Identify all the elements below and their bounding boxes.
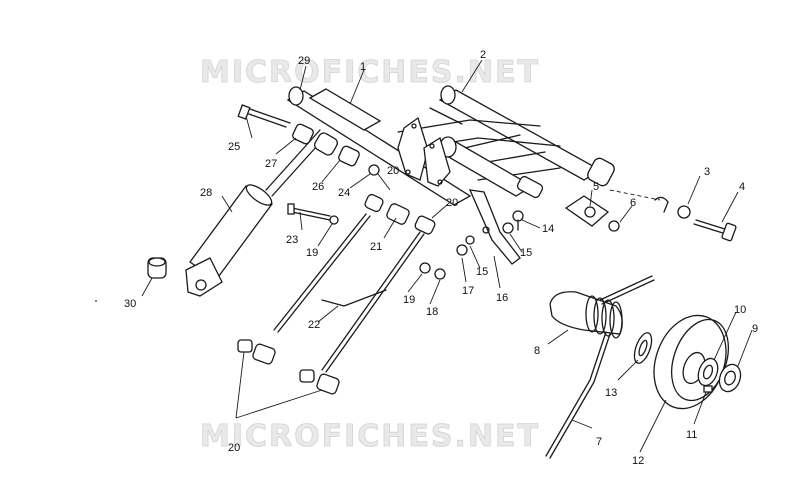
fitting-20-d bbox=[316, 373, 340, 395]
nut-19-lower bbox=[419, 262, 431, 274]
nut-6 bbox=[608, 220, 620, 232]
bracket-arm bbox=[468, 189, 521, 265]
nut-17 bbox=[456, 244, 468, 256]
callout-12: 12 bbox=[632, 455, 644, 467]
callout-9: 9 bbox=[752, 323, 758, 335]
bushing bbox=[147, 257, 167, 279]
callout-28: 28 bbox=[200, 187, 212, 199]
bushing-27 bbox=[292, 123, 314, 145]
callout-17: 17 bbox=[462, 285, 474, 297]
nut-18 bbox=[434, 268, 446, 280]
callout-1: 1 bbox=[360, 61, 366, 73]
nut-15 bbox=[465, 235, 475, 245]
callout-13: 13 bbox=[605, 387, 617, 399]
callout-11: 11 bbox=[686, 429, 697, 441]
spacer bbox=[703, 385, 713, 393]
watermark-top: MICROFICHES.NET bbox=[200, 55, 540, 90]
bearing bbox=[697, 357, 719, 387]
nut-24 bbox=[368, 164, 380, 176]
callout-23: 23 bbox=[286, 234, 298, 246]
thrust-washer bbox=[633, 332, 653, 364]
callout-14: 14 bbox=[542, 223, 554, 235]
stray-mark bbox=[95, 300, 97, 302]
idler-wheel bbox=[653, 314, 729, 410]
callout-5: 5 bbox=[593, 181, 599, 193]
bushing-20-upper bbox=[364, 193, 384, 213]
center-shaft bbox=[438, 136, 544, 199]
bushing-20-right bbox=[414, 215, 436, 235]
washer-3 bbox=[677, 205, 691, 219]
callout-18: 18 bbox=[426, 306, 438, 318]
nut-19-upper bbox=[329, 215, 339, 225]
bolt-14 bbox=[512, 210, 524, 231]
alignment-line bbox=[609, 189, 661, 201]
fitting-20-a bbox=[237, 339, 253, 353]
callout-25: 25 bbox=[228, 141, 240, 153]
callout-16: 16 bbox=[496, 292, 508, 304]
clip bbox=[654, 196, 669, 213]
callout-10: 10 bbox=[734, 304, 746, 316]
rear-arm-tube bbox=[286, 86, 472, 206]
fitting-20-b bbox=[252, 343, 276, 365]
callout-27: 27 bbox=[265, 158, 277, 170]
callout-6: 6 bbox=[630, 197, 636, 209]
callout-30: 30 bbox=[124, 298, 136, 310]
callout-15a: 15 bbox=[520, 247, 532, 259]
callout-8: 8 bbox=[534, 345, 540, 357]
mounting-plates bbox=[397, 116, 451, 187]
bolt-25 bbox=[237, 104, 291, 128]
spring-housing bbox=[545, 275, 655, 459]
callout-15b: 15 bbox=[476, 266, 488, 278]
bushing-26 bbox=[338, 145, 360, 167]
leader-lines bbox=[141, 59, 753, 453]
callout-22: 22 bbox=[308, 319, 320, 331]
washer-15 bbox=[502, 222, 514, 234]
watermark-bottom: MICROFICHES.NET bbox=[200, 419, 540, 454]
limiter-straps bbox=[273, 213, 425, 373]
fitting-20-c bbox=[299, 369, 315, 383]
callout-7: 7 bbox=[596, 436, 602, 448]
shock-absorber bbox=[185, 129, 338, 297]
callout-24: 24 bbox=[338, 187, 350, 199]
bracket-plate bbox=[564, 195, 610, 227]
callout-19b: 19 bbox=[403, 294, 415, 306]
bolt-23 bbox=[287, 203, 331, 221]
callout-29: 29 bbox=[298, 55, 310, 67]
callout-19a: 19 bbox=[306, 247, 318, 259]
callout-26: 26 bbox=[312, 181, 324, 193]
callout-20a: 20 bbox=[387, 165, 399, 177]
retainer-ring bbox=[718, 363, 742, 393]
callout-20b: 20 bbox=[446, 197, 458, 209]
bolt-4 bbox=[693, 219, 737, 242]
callout-labels: 1 2 29 3 4 5 6 7 8 9 10 11 12 13 14 15 1… bbox=[124, 49, 758, 467]
callout-2: 2 bbox=[480, 49, 486, 61]
callout-3: 3 bbox=[704, 166, 710, 178]
callout-21: 21 bbox=[370, 241, 382, 253]
callout-20c: 20 bbox=[228, 442, 240, 454]
bushing-21 bbox=[386, 203, 410, 225]
callout-4: 4 bbox=[739, 181, 745, 193]
